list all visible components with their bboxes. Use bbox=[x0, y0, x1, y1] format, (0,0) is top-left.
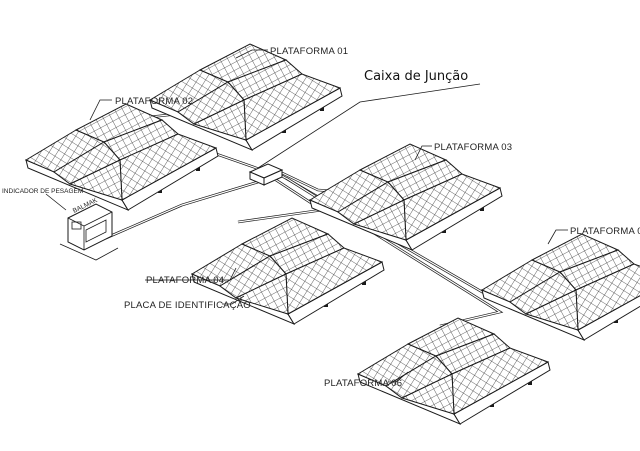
label-placa-identificacao: PLACA DE IDENTIFICAÇÃO bbox=[124, 300, 251, 311]
platform-06 bbox=[357, 317, 551, 425]
junction-box bbox=[248, 163, 284, 186]
label-plataforma-01: PLATAFORMA 01 bbox=[270, 46, 348, 57]
weighing-indicator: BALMAK bbox=[59, 197, 119, 261]
label-indicador-pesagem: INDICADOR DE PESAGEM bbox=[2, 188, 83, 195]
platform-05 bbox=[481, 233, 640, 341]
label-plataforma-06: PLATAFORMA 06 bbox=[324, 378, 402, 389]
label-plataforma-02: PLATAFORMA 02 bbox=[115, 96, 193, 107]
label-caixa-juncao: Caixa de Junção bbox=[364, 69, 468, 84]
label-plataforma-04: PLATAFORMA 04 bbox=[146, 275, 224, 286]
label-plataforma-03: PLATAFORMA 03 bbox=[434, 142, 512, 153]
leader-lines bbox=[45, 49, 568, 383]
platform-03 bbox=[309, 143, 503, 251]
label-plataforma-05: PLATAFORMA 05 bbox=[570, 226, 640, 237]
